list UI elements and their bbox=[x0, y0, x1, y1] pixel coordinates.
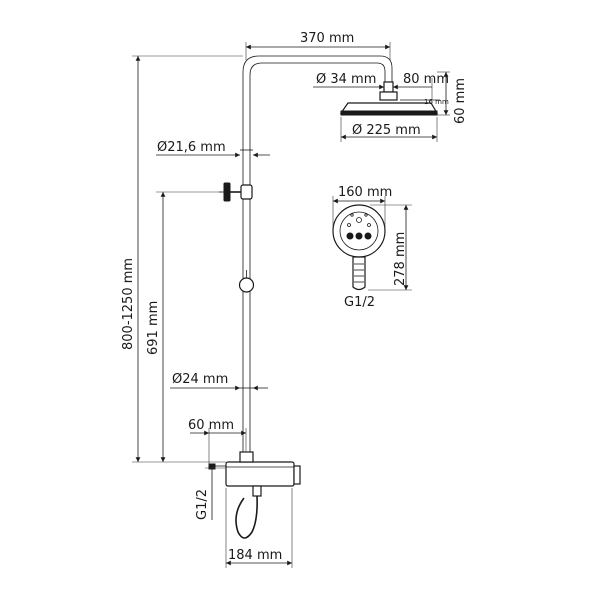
wall-offset-label: 60 mm bbox=[188, 418, 234, 433]
mixer-outlet bbox=[252, 485, 262, 497]
head-diameter-label: Ø 225 mm bbox=[352, 123, 421, 138]
temperature-handle bbox=[293, 465, 301, 485]
hand-shower bbox=[332, 204, 386, 291]
hand-shower-thread-label: G1/2 bbox=[344, 295, 375, 310]
slider-clamp bbox=[240, 184, 253, 200]
thermostat-mixer bbox=[208, 451, 301, 539]
shower-column bbox=[219, 55, 393, 452]
holder-knob bbox=[223, 182, 231, 202]
head-connector-diameter-label: Ø 34 mm bbox=[316, 72, 376, 87]
hand-shower-face bbox=[332, 204, 386, 258]
dimension-lines bbox=[132, 42, 450, 568]
head-connector-length-label: 80 mm bbox=[403, 72, 449, 87]
holder-height-label: 691 mm bbox=[146, 301, 161, 355]
column-height-range-label: 800-1250 mm bbox=[121, 258, 136, 350]
lower-pipe-diameter-label: Ø24 mm bbox=[172, 372, 228, 387]
inlet-thread-label: G1/2 bbox=[195, 489, 210, 520]
head-shower bbox=[339, 81, 439, 116]
head-height-label: 60 mm bbox=[453, 78, 468, 124]
pipe-joint bbox=[238, 277, 255, 293]
hand-shower-width-label: 160 mm bbox=[338, 185, 392, 200]
mixer-width-label: 184 mm bbox=[228, 548, 282, 563]
hand-shower-length-label: 278 mm bbox=[393, 232, 408, 286]
hand-shower-nozzles bbox=[346, 213, 372, 240]
hand-shower-handle bbox=[352, 256, 366, 291]
head-connector bbox=[383, 81, 394, 93]
mixer-body bbox=[225, 461, 295, 487]
arm-length-label: 370 mm bbox=[300, 31, 354, 46]
head-offset-label: 16 mm bbox=[424, 98, 449, 106]
upper-pipe-diameter-label: Ø21,6 mm bbox=[157, 140, 226, 155]
